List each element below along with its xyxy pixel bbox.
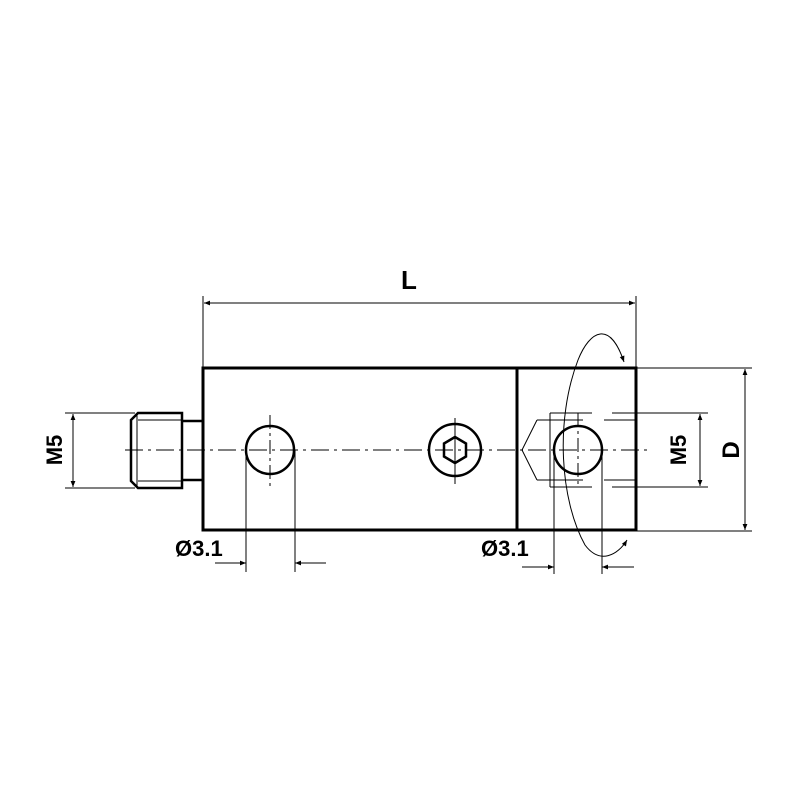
right-thread-label: M5: [666, 434, 691, 466]
diameter-label: D: [718, 441, 745, 459]
left-stud: [129, 411, 203, 490]
length-label: L: [401, 265, 417, 295]
right-hole-diameter-label: Ø3.1: [481, 536, 529, 561]
left-hole-diameter-label: Ø3.1: [175, 536, 223, 561]
left-hole: [215, 415, 326, 572]
diameter-dimension: [636, 367, 752, 532]
body-outline: [201, 366, 638, 532]
right-thread-dimension: [636, 412, 708, 488]
rotation-arrow: [562, 333, 628, 557]
left-thread-dimension: [65, 412, 135, 489]
right-hole: [521, 412, 636, 574]
length-dimension: [202, 296, 637, 368]
center-screw: [427, 418, 483, 484]
left-thread-label: M5: [42, 434, 67, 466]
